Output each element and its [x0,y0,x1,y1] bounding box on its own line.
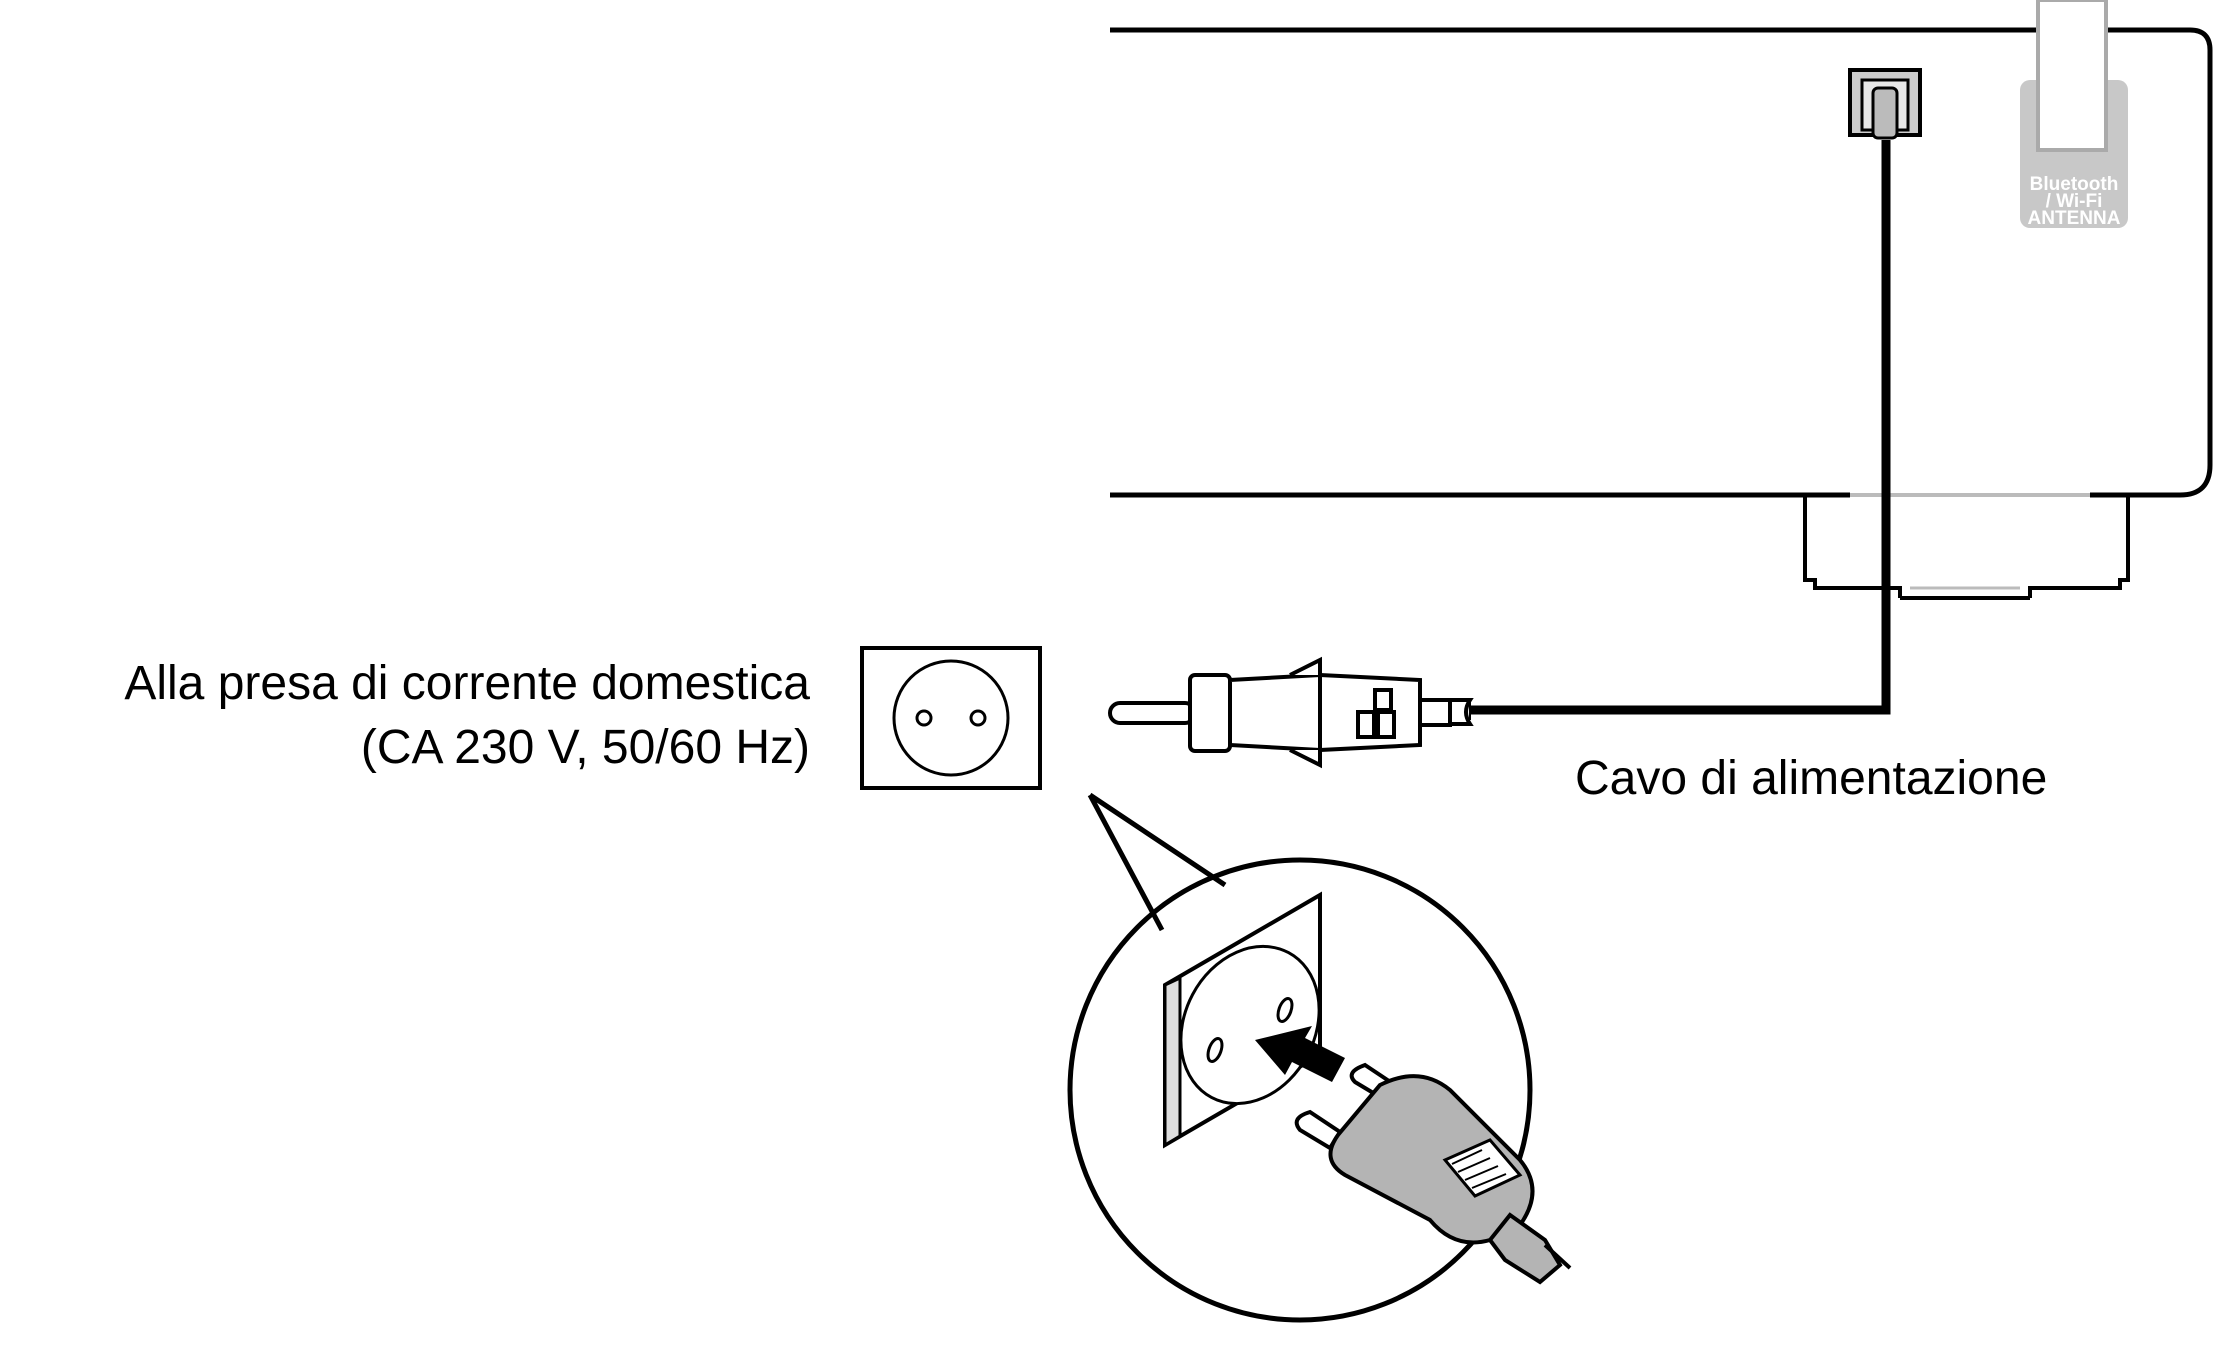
antenna-label-line2: / Wi-Fi [2046,191,2103,212]
power-cord [1470,140,1891,715]
outlet-label-line1: Alla presa di corrente domestica [124,657,810,710]
ac-inlet [1848,68,1922,140]
antenna-label-line1: Bluetooth [2030,174,2119,195]
wall-outlet [860,646,1042,790]
device-rear-panel [1110,0,2213,498]
cable-label: Cavo di alimentazione [1575,752,2048,805]
detail-plug [1294,1062,1572,1285]
plug-side-view [1108,656,1474,769]
outlet-label-line2: (CA 230 V, 50/60 Hz) [360,721,810,774]
device-foot [1803,497,2130,598]
antenna-label-line3: ANTENNA [2028,208,2121,229]
insert-arrow [1255,1026,1345,1082]
antenna: Bluetooth / Wi-Fi ANTENNA [2020,0,2128,229]
